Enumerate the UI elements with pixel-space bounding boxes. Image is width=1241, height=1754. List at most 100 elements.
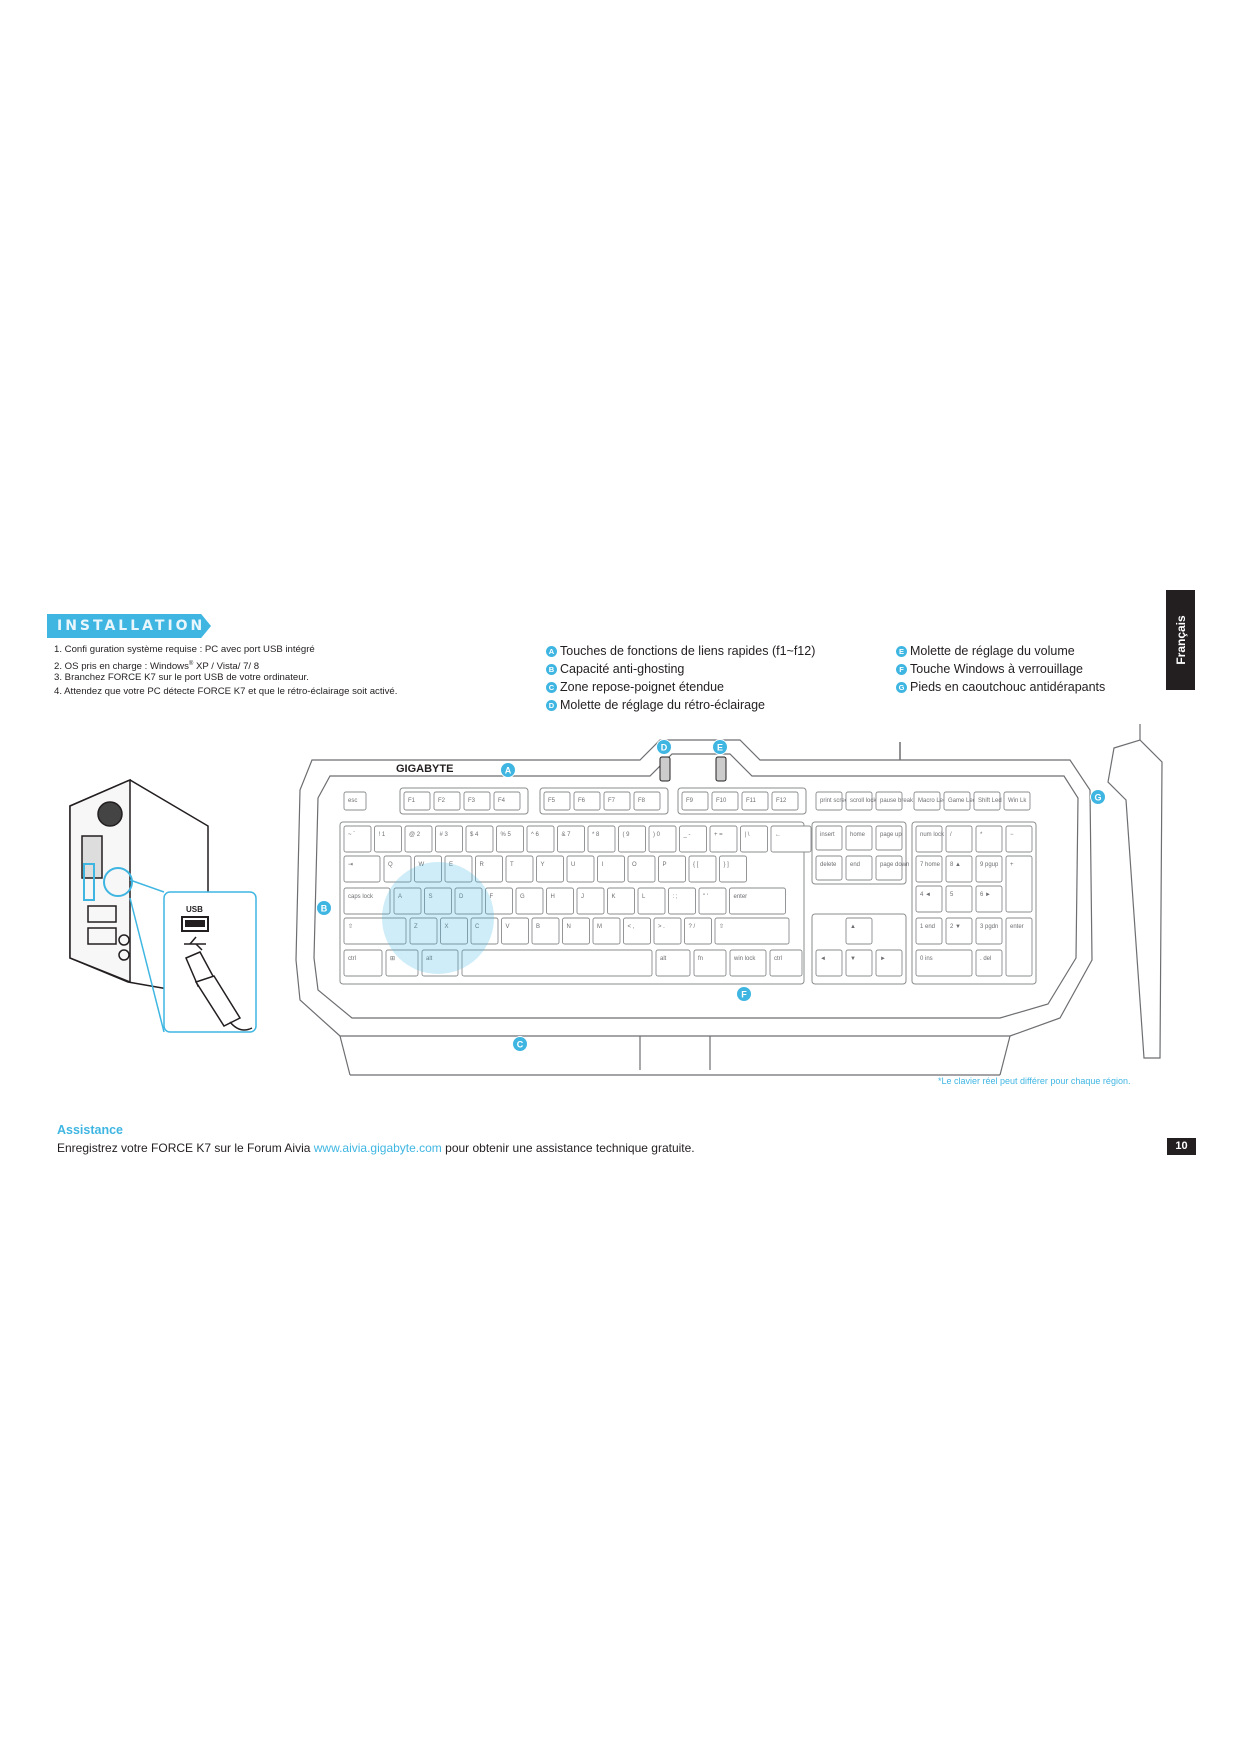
key-bottom-4-label: alt [660,956,667,962]
key-q-6-label: Y [541,862,545,868]
key-np-6: 6 ► [975,885,1003,913]
key-q-10-label: P [663,862,667,868]
key-numlock: num lock [915,825,945,853]
key-f2: F2 [433,791,461,811]
key-num-13-label: | \ [745,832,750,838]
key-a-2: S [424,887,452,915]
key-q-4-label: R [480,862,485,868]
key-esc: esc [343,791,367,811]
key-np-9-label: 9 pgup [980,862,999,868]
key-bottom-7-label: ctrl [774,956,782,962]
key-q-12: } ] [719,855,747,883]
key-np-7: 7 home [915,855,943,883]
key-z-10: ? / [684,917,712,945]
key-num-4: $ 4 [465,825,494,853]
key-np-4-label: 4 ◄ [920,892,931,898]
key-q-3: E [444,855,473,883]
key-np-enter: enter [1005,917,1033,977]
key-z-4: V [501,917,529,945]
key-f2-label: F2 [438,798,446,804]
key-macro-1-label: Game Led [948,798,976,804]
key-nav-top-1-label: scroll lock [850,798,877,804]
key-a-1: A [393,887,422,915]
key-macro-1: Game Led [943,791,976,811]
key-z-5-label: B [536,924,540,930]
key-a-6-label: H [551,894,555,900]
key-np-2: 2 ▼ [945,917,973,945]
key-nav-0: insert [815,825,843,851]
key-num-1-label: ! 1 [379,832,386,838]
requirement-3: 3. Branchez FORCE K7 sur le port USB de … [54,672,309,683]
key-np-5-label: 5 [950,892,954,898]
language-tab: Français [1166,590,1195,690]
page-number: 10 [1167,1138,1196,1155]
key-q-7-label: U [571,862,575,868]
callout-letter: G [1094,793,1101,803]
key-num-6-label: ^ 6 [531,832,539,838]
key-nav-4: end [845,855,873,881]
key-arrow-left: ◄ [815,949,843,977]
callout-g: G [1090,789,1106,805]
key-group-frame [339,821,805,985]
key-nav-top-0: print screen [815,791,851,811]
requirement-2: 2. OS pris en charge : Windows® XP / Vis… [54,661,260,673]
backlight-wheel [659,756,671,782]
key-f11: F11 [741,791,769,811]
requirement-4: 4. Attendez que votre PC détecte FORCE K… [54,686,398,697]
key-np-3-label: 3 pgdn [980,924,998,930]
key-bottom-0-label: ctrl [348,956,356,962]
key-bottom-6-label: win lock [733,956,756,962]
key-a-9: L [637,887,666,915]
anti-ghosting-highlight [382,862,494,974]
key-esc-label: esc [348,798,357,804]
key-q-8: I [597,855,625,883]
key-q-11: { [ [688,855,717,883]
key-z-0: ⇧ [343,917,407,945]
key-a-12-label: enter [734,894,748,900]
key-a-0-label: caps lock [348,894,374,900]
key-nav-top-1: scroll lock [845,791,877,811]
key-group-frame [911,821,1037,985]
usb-cable-illustration [185,951,253,1031]
key-num-8: * 8 [587,825,616,853]
key-z-0-label: ⇧ [348,923,353,930]
key-macro-3: Win Lk [1003,791,1031,811]
volume-wheel [715,756,727,782]
key-nav-4-label: end [850,862,860,868]
key-z-9: > . [653,917,682,945]
key-q-2-label: W [419,862,425,868]
key-z-7-label: M [597,924,602,930]
aivia-forum-link[interactable]: www.aivia.gigabyte.com [313,1141,442,1155]
key-q-5-label: T [510,862,514,868]
key-f3-label: F3 [468,798,476,804]
key-num-14: ← [770,825,812,853]
key-q-2: W [414,855,442,883]
key-z-7: M [592,917,621,945]
key-a-3: D [454,887,483,915]
key-num-5: % 5 [496,825,524,853]
key-z-8: < , [623,917,651,945]
key-z-6-label: N [567,924,571,930]
callout-e: E [712,739,728,755]
key-a-4: F [485,887,513,915]
key-q-7: U [566,855,595,883]
key-q-12-label: } ] [724,862,730,868]
key-np-2-label: 2 ▼ [950,924,961,930]
language-label: Français [1173,615,1188,665]
key-np-1-label: 1 end [920,924,935,930]
key-arrow-right-label: ► [880,956,886,962]
key-nav-0-label: insert [820,832,835,838]
key-group-frame [811,821,907,885]
key-num-7-label: & 7 [562,832,572,838]
key-f9-label: F9 [686,798,694,804]
section-title: INSTALLATION [57,618,206,634]
key-np-0: 0 ins [915,949,973,977]
key-np-8-label: 8 ▲ [950,862,961,868]
key-np-8: 8 ▲ [945,855,973,883]
key-f10-label: F10 [716,798,727,804]
key-z-3-label: C [475,924,480,930]
key-bottom-5: fn [693,949,727,977]
key-a-4-label: F [490,894,494,900]
